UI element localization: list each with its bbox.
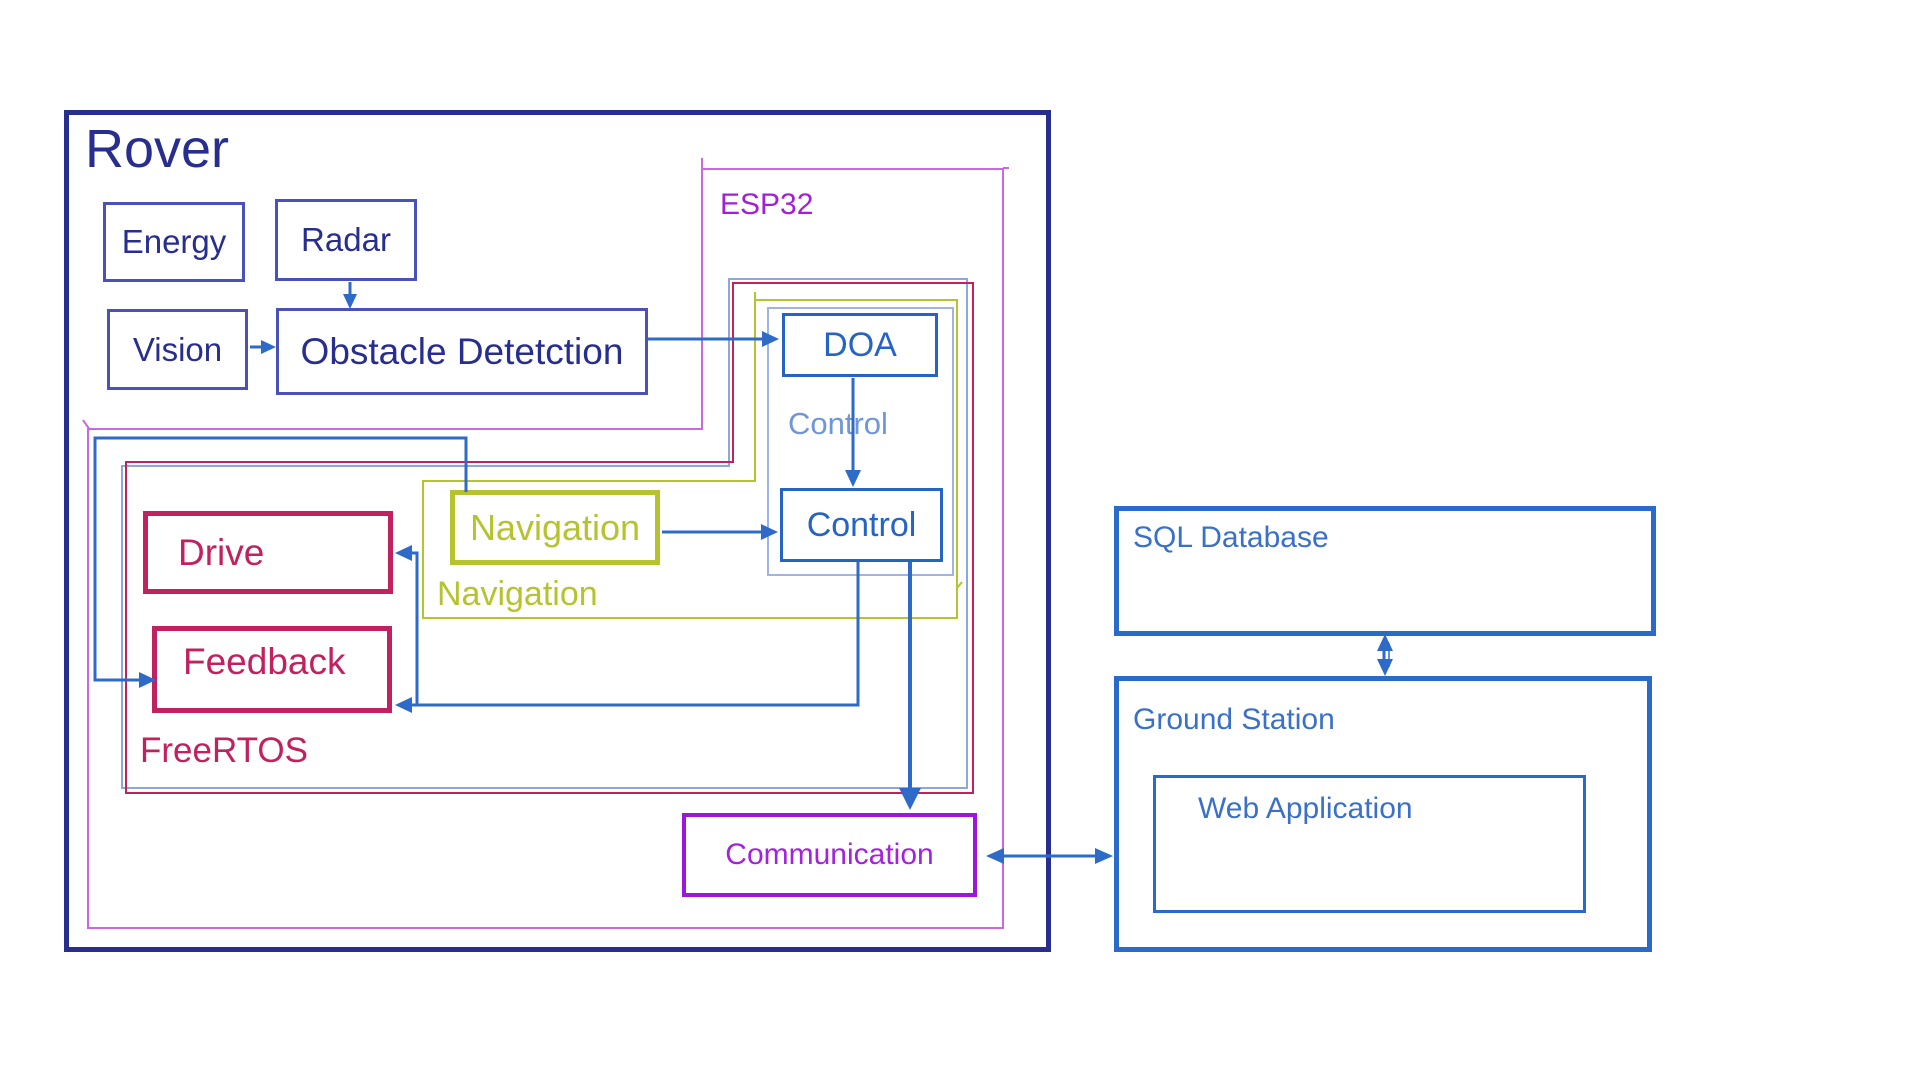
edge-sql-groundstation xyxy=(1377,634,1393,676)
navigation-group-label: Navigation xyxy=(437,575,598,613)
node-obstacle-detection: Obstacle Detetction xyxy=(276,308,648,395)
node-web-application: Web Application xyxy=(1153,775,1586,913)
node-radar: Radar xyxy=(275,199,417,281)
node-feedback: Feedback xyxy=(152,626,392,713)
node-communication: Communication xyxy=(682,813,977,897)
rover-container xyxy=(64,110,1051,952)
node-doa: DOA xyxy=(782,313,938,377)
rover-label: Rover xyxy=(85,119,230,179)
node-sql-database: SQL Database xyxy=(1114,506,1656,636)
control-group-label: Control xyxy=(788,406,888,441)
node-vision: Vision xyxy=(107,309,248,390)
esp32-label: ESP32 xyxy=(720,188,814,221)
node-energy: Energy xyxy=(103,202,245,282)
node-navigation: Navigation xyxy=(450,490,660,565)
node-control: Control xyxy=(780,488,943,562)
freertos-label: FreeRTOS xyxy=(140,731,308,770)
node-drive: Drive xyxy=(143,511,393,594)
